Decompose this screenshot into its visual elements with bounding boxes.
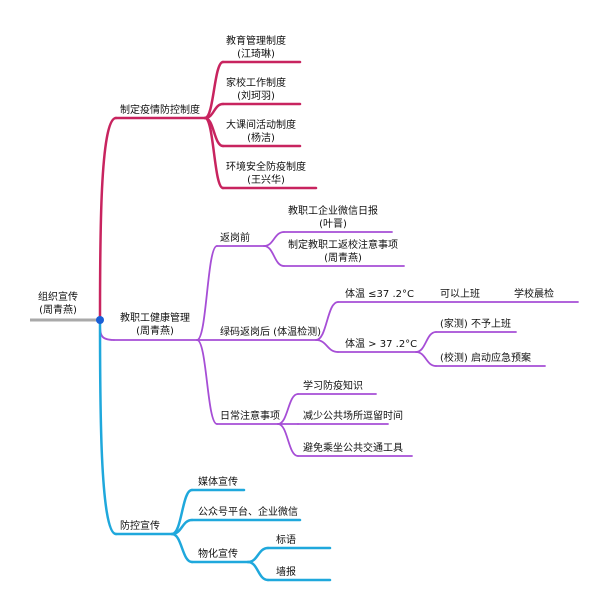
- physical-item: 标语: [276, 535, 296, 546]
- green-code-label: 绿码返岗后 (体温检测): [220, 327, 321, 338]
- daily-item: 避免乘坐公共交通工具: [303, 443, 403, 454]
- branch-rules-label: 制定疫情防控制度: [120, 105, 200, 116]
- return-item: 教职工企业微信日报 (叶晋): [288, 206, 378, 230]
- physical-publicity-label: 物化宣传: [198, 549, 238, 560]
- daily-item: 减少公共场所逗留时间: [303, 411, 403, 422]
- physical-item: 墙报: [276, 567, 296, 578]
- return-item: 制定教职工返校注意事项 (周青燕): [288, 240, 398, 264]
- rule-item: 大课间活动制度 (杨洁): [226, 120, 296, 144]
- branch-health-label: 教职工健康管理 (周青燕): [120, 313, 190, 337]
- publicity-item: 公众号平台、企业微信: [198, 507, 298, 518]
- root-node: 组织宣传 (周青燕): [38, 291, 78, 317]
- daily-label: 日常注意事项: [220, 411, 280, 422]
- root-owner: (周青燕): [39, 305, 77, 316]
- temp-low-next: 学校晨检: [514, 289, 554, 300]
- rule-item: 教育管理制度 (江琦琳): [226, 36, 286, 60]
- temp-high-label: 体温 > 37 .2°C: [345, 339, 418, 350]
- temp-high-action: (家测) 不予上班: [440, 319, 511, 330]
- return-label: 返岗前: [220, 233, 250, 244]
- root-hub-dot: [96, 316, 104, 324]
- publicity-item: 媒体宣传: [198, 477, 238, 488]
- branch-publicity-label: 防控宣传: [120, 521, 160, 532]
- branch-publicity-connectors: [98, 318, 332, 582]
- temp-low-action: 可以上班: [440, 289, 480, 300]
- root-title: 组织宣传: [38, 292, 78, 303]
- rule-item: 环境安全防疫制度 (王兴华): [226, 162, 306, 186]
- rule-item: 家校工作制度 (刘珂羽): [226, 78, 286, 102]
- daily-item: 学习防疫知识: [303, 381, 363, 392]
- temp-high-action: (校测) 启动应急预案: [440, 353, 531, 364]
- branch-rules-connectors: [98, 60, 318, 322]
- temp-low-label: 体温 ≤37 .2°C: [345, 289, 414, 300]
